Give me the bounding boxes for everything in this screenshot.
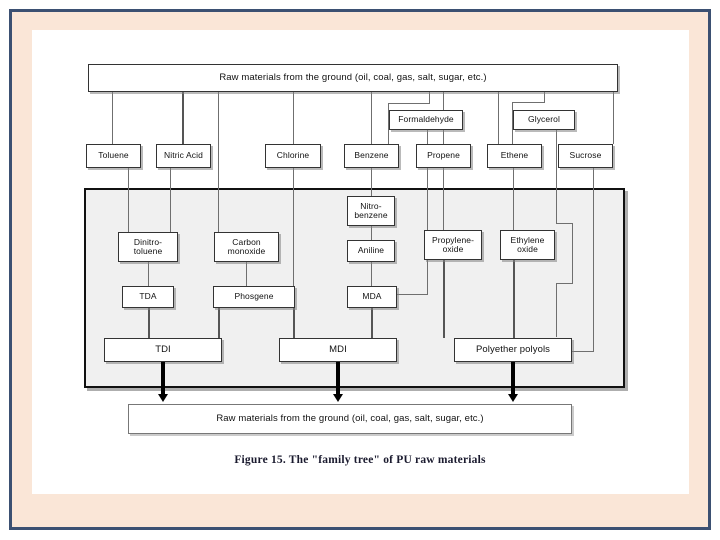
connector-propene-propylene-oxide [443,168,444,230]
connector-top-benzene [371,92,372,144]
connector-sucrose-drop [593,168,594,351]
node-ethylene-oxide: Ethylene oxide [500,230,555,260]
node-carbon-monoxide: Carbon monoxide [214,232,279,262]
connector-top-toluene [112,92,113,144]
top-raw-materials-box: Raw materials from the ground (oil, coal… [88,64,618,92]
node-propene: Propene [416,144,471,168]
connector-glycerol-jog-1 [556,223,573,224]
connector-formaldehyde-mda-drop [427,130,428,294]
figure-caption: Figure 15. The "family tree" of PU raw m… [234,454,486,466]
connector-glycerol-drop-2 [572,223,573,283]
connector-phosgene-tdi [218,308,220,338]
connector-top-nitric-acid [182,92,184,144]
connector-top-glycerol-drop [544,92,545,103]
node-aniline: Aniline [347,240,395,262]
node-mdi: MDI [279,338,397,362]
connector-benzene-nitrobenzene [371,168,372,196]
connector-glycerol-left-stub [512,102,513,145]
connector-phosgene-mdi [293,308,295,338]
node-tda: TDA [122,286,174,308]
bottom-raw-materials-box: Raw materials from the ground (oil, coal… [128,404,572,434]
connector-formaldehyde-mda-horizontal [397,294,428,295]
connector-top-formaldehyde-horizontal [388,103,430,104]
connector-glycerol-jog-2 [556,283,573,284]
node-formaldehyde: Formaldehyde [389,110,463,130]
node-chlorine: Chlorine [265,144,321,168]
node-tdi: TDI [104,338,222,362]
connector-chlorine-phosgene [293,168,294,286]
arrow-mdi-to-output [333,362,343,402]
node-glycerol: Glycerol [513,110,575,130]
node-sucrose: Sucrose [558,144,613,168]
connector-top-sucrose [613,92,614,144]
node-phosgene: Phosgene [213,286,295,308]
connector-dinitrotoluene-tda [148,262,149,286]
connector-tda-tdi [148,308,150,338]
connector-ethene-ethylene-oxide [513,168,514,230]
node-benzene: Benzene [344,144,399,168]
node-nitric-acid: Nitric Acid [156,144,211,168]
connector-top-glycerol-horizontal [512,102,545,103]
node-propylene-oxide: Propylene- oxide [424,230,482,260]
connector-top-ethene [498,92,499,144]
connector-formaldehyde-left-stub [388,103,389,145]
node-polyether-polyols: Polyether polyols [454,338,572,362]
connector-top-carbon-monoxide [218,92,219,232]
connector-toluene-dinitrotoluene [128,168,129,232]
connector-nitric-acid-dinitrotoluene [170,168,171,232]
connector-nitrobenzene-aniline [371,226,372,241]
connector-mda-mdi [371,308,373,338]
node-ethene: Ethene [487,144,542,168]
connector-propylene-oxide-polyols [443,260,445,338]
connector-top-chlorine [293,92,294,144]
connector-sucrose-entry [570,351,594,352]
connector-aniline-mda [371,262,372,286]
connector-ethylene-oxide-polyols [513,260,515,338]
connector-carbon-monoxide-phosgene [246,262,247,286]
arrow-polyols-to-output [508,362,518,402]
node-toluene: Toluene [86,144,141,168]
node-dinitrotoluene: Dinitro- toluene [118,232,178,262]
node-mda: MDA [347,286,397,308]
arrow-tdi-to-output [158,362,168,402]
connector-glycerol-drop-1 [556,130,557,223]
node-nitrobenzene: Nitro- benzene [347,196,395,226]
connector-top-formaldehyde-drop [429,92,430,104]
connector-glycerol-drop-3 [556,283,557,337]
